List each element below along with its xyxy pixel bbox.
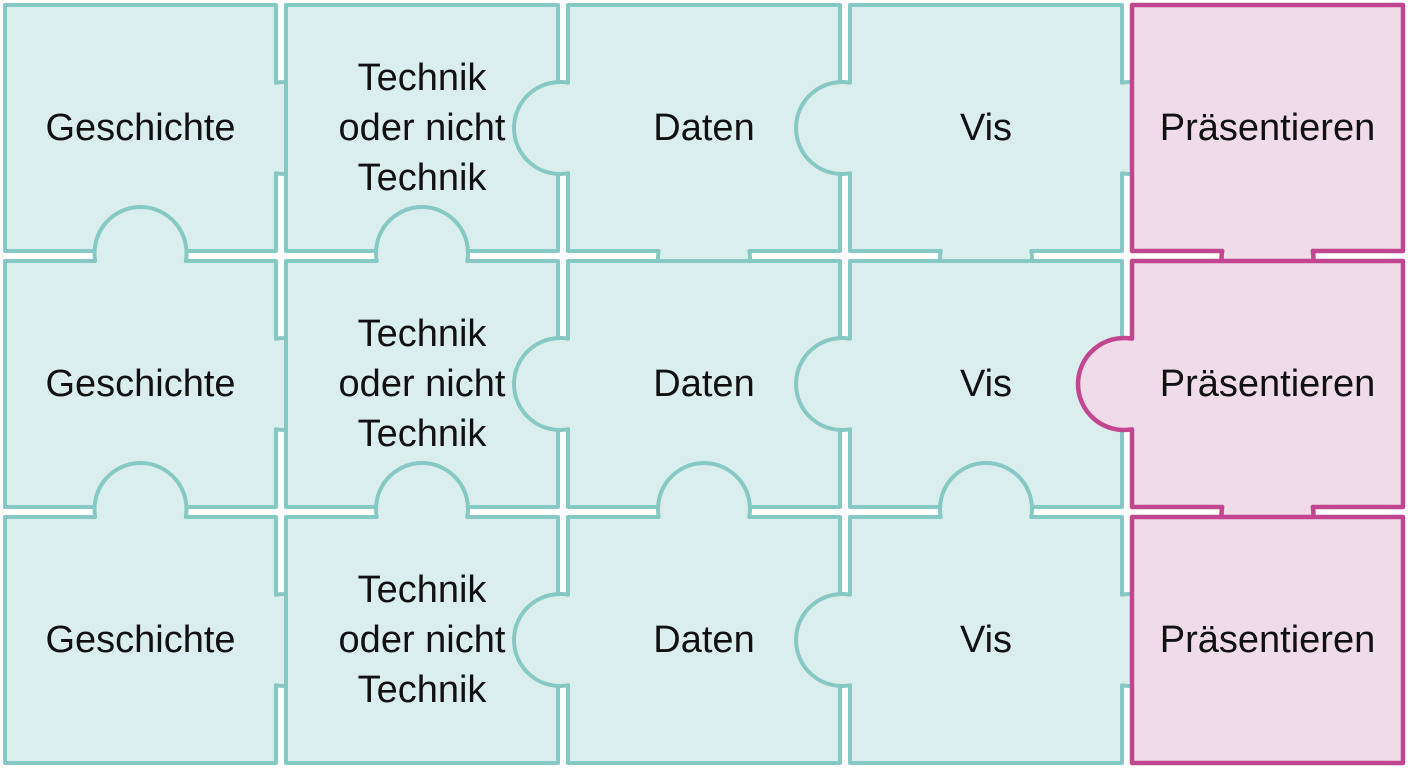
puzzle-piece-technik-row-2 (284, 205, 560, 509)
puzzle-piece-daten-row-3 (512, 461, 842, 765)
puzzle-piece-technik-row-3 (284, 461, 560, 765)
puzzle-pieces-layer (3, 2, 1406, 766)
puzzle-piece-daten-row-2 (512, 259, 842, 509)
puzzle-piece-technik-row-1 (284, 3, 560, 253)
puzzle-piece-vis-row-2 (794, 259, 1124, 509)
puzzle-piece-praesentieren-row-3 (1129, 514, 1406, 766)
